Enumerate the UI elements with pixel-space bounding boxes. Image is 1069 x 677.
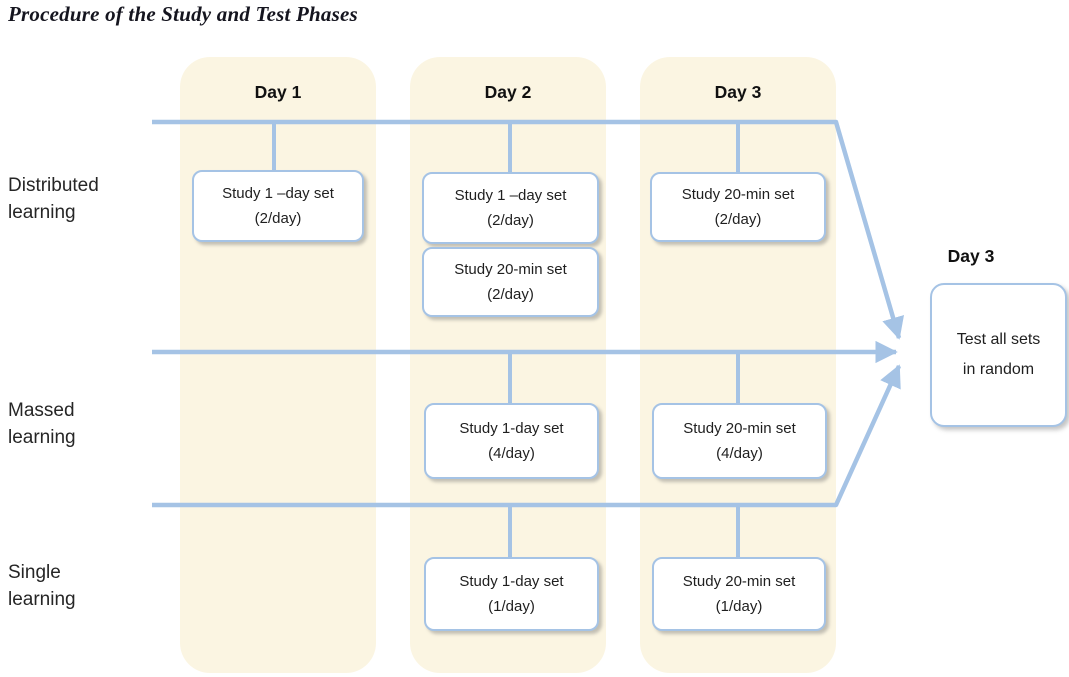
box-distributed-day3: Study 20-min set (2/day) bbox=[650, 172, 826, 242]
box-text-line1: Study 20-min set bbox=[681, 185, 795, 203]
day2-header: Day 2 bbox=[484, 82, 532, 102]
day1-column-band bbox=[180, 57, 376, 673]
box-text-line2: (2/day) bbox=[487, 286, 534, 303]
box-massed-day2: Study 1-day set (4/day) bbox=[424, 403, 599, 479]
row-label-massed-learning: Massed learning bbox=[8, 400, 76, 448]
box-text-line2: (4/day) bbox=[488, 445, 535, 462]
box-single-day2: Study 1-day set (1/day) bbox=[424, 557, 599, 631]
test-day3-header: Day 3 bbox=[947, 246, 995, 266]
single-timeline bbox=[152, 364, 902, 508]
box-text-line1: Study 20-min set bbox=[683, 419, 796, 437]
test-box-line1: Test all sets bbox=[956, 331, 1041, 349]
box-text-line1: Study 1-day set bbox=[459, 419, 564, 437]
box-text-line2: (2/day) bbox=[254, 210, 302, 227]
box-test-all-sets: Test all sets in random bbox=[930, 283, 1067, 427]
box-distributed-day1: Study 1 –day set (2/day) bbox=[192, 170, 364, 242]
box-text-line2: (2/day) bbox=[714, 211, 762, 228]
box-distributed-day2-b: Study 20-min set (2/day) bbox=[422, 247, 599, 317]
box-text-line2: (2/day) bbox=[487, 212, 534, 229]
row-label-distributed-learning: Distributed learning bbox=[8, 175, 99, 223]
row-label-single-learning: Single learning bbox=[8, 562, 76, 610]
distributed-timeline bbox=[152, 119, 905, 340]
box-text-line1: Study 1-day set bbox=[459, 572, 564, 590]
day1-header: Day 1 bbox=[254, 82, 302, 102]
day3-header: Day 3 bbox=[714, 82, 762, 102]
box-text-line1: Study 1 –day set bbox=[222, 184, 334, 202]
box-massed-day3: Study 20-min set (4/day) bbox=[652, 403, 827, 479]
box-text-line2: (1/day) bbox=[488, 598, 535, 615]
box-text-line2: (4/day) bbox=[716, 445, 763, 462]
box-text-line1: Study 1 –day set bbox=[454, 186, 567, 204]
box-text-line1: Study 20-min set bbox=[682, 572, 796, 590]
figure-title: Procedure of the Study and Test Phases bbox=[8, 2, 358, 26]
box-text-line1: Study 20-min set bbox=[454, 260, 567, 278]
box-text-line2: (1/day) bbox=[715, 598, 763, 615]
test-box-line2: in random bbox=[962, 361, 1035, 378]
box-distributed-day2-a: Study 1 –day set (2/day) bbox=[422, 172, 599, 244]
box-single-day3: Study 20-min set (1/day) bbox=[652, 557, 826, 631]
